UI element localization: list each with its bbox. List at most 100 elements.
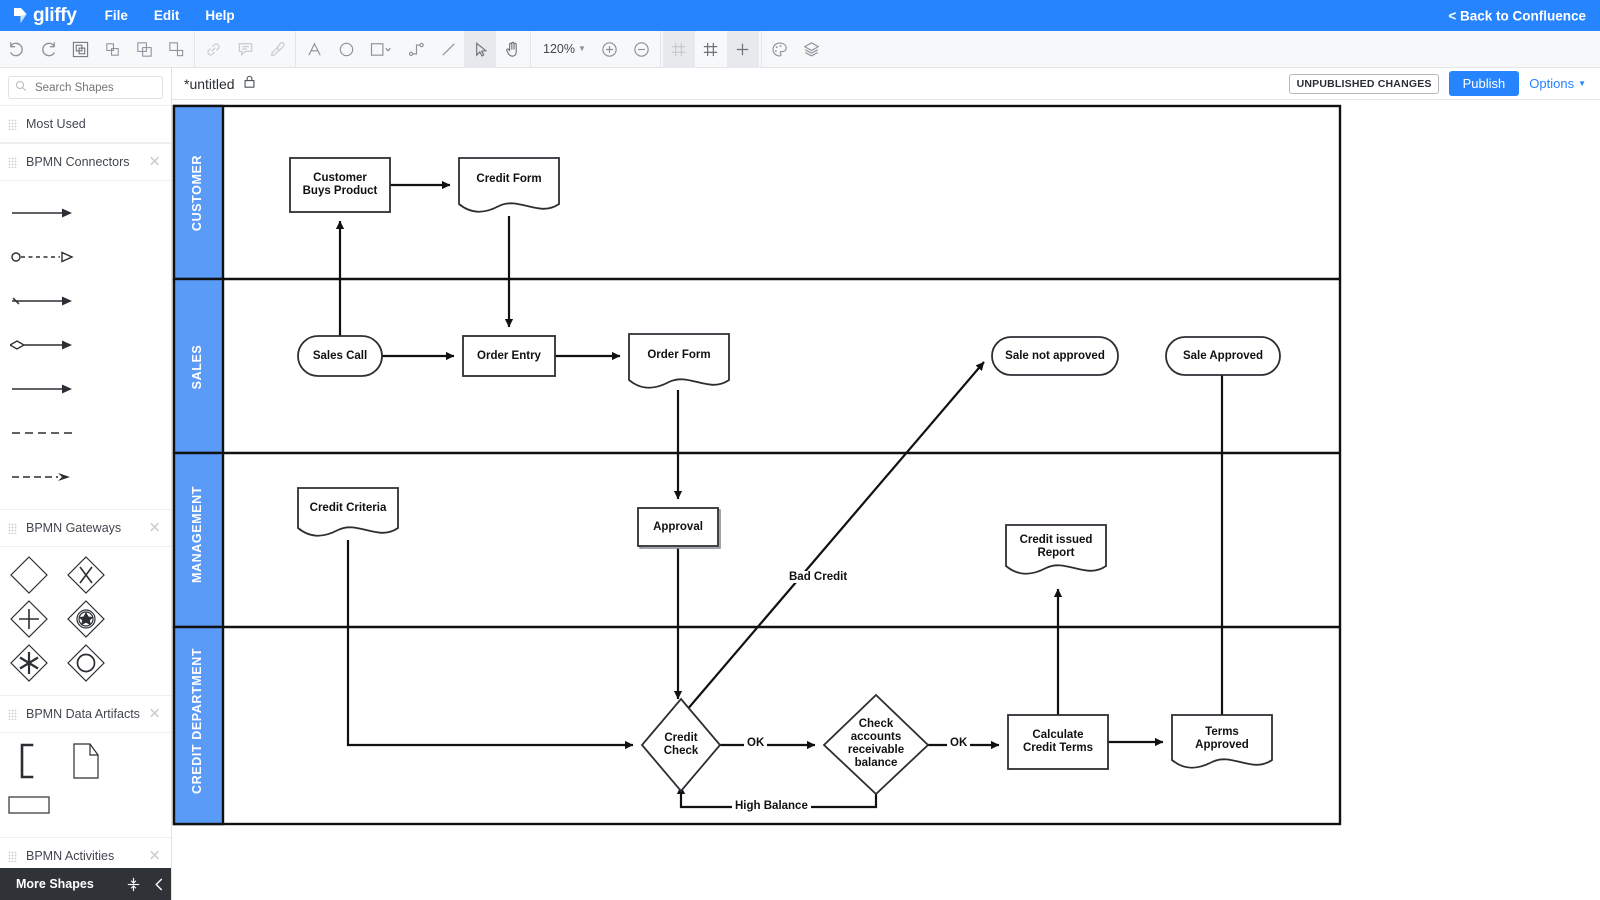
top-menu-bar: gliffy File Edit Help < Back to Confluen… [0, 0, 1600, 31]
pointer-icon[interactable] [464, 30, 496, 68]
node-sale-not-approved [991, 336, 1119, 376]
sidebar-section-title: BPMN Data Artifacts [26, 707, 140, 721]
shape-gateway-event-based[interactable] [57, 597, 114, 641]
sidebar-section-bpmn-connectors[interactable]: BPMN Connectors ✕ [0, 143, 171, 181]
diagram-canvas[interactable]: CUSTOMER SALES MANAGEMENT CREDIT DEPARTM… [172, 100, 1600, 900]
sidebar-section-most-used[interactable]: Most Used [0, 105, 171, 143]
bring-to-front-icon[interactable] [128, 31, 160, 68]
swimlane-diagram: CUSTOMER SALES MANAGEMENT CREDIT DEPARTM… [172, 100, 1600, 900]
shape-gateway-exclusive-empty[interactable] [0, 553, 57, 597]
search-icon [15, 79, 27, 97]
more-shapes-bar[interactable]: More Shapes [0, 868, 171, 900]
drag-grip-icon [8, 118, 17, 130]
search-input[interactable] [33, 80, 153, 95]
close-icon[interactable]: ✕ [148, 847, 161, 865]
edge-label-high-balance: High Balance [732, 800, 811, 812]
snap-icon[interactable] [726, 30, 759, 68]
text-icon[interactable] [298, 31, 330, 68]
sidebar-section-bpmn-gateways[interactable]: BPMN Gateways ✕ [0, 509, 171, 547]
shape-gateway-parallel-plus[interactable] [0, 597, 57, 641]
menu-item-help[interactable]: Help [205, 8, 235, 23]
zoom-level-value: 120% [543, 42, 575, 56]
publish-button[interactable]: Publish [1448, 71, 1520, 96]
menu-item-file[interactable]: File [104, 8, 128, 23]
shape-diamond-solid-arrow[interactable] [0, 323, 86, 367]
search-shapes-box[interactable] [8, 76, 163, 99]
guides-icon[interactable] [662, 30, 695, 68]
back-to-confluence-link[interactable]: < Back to Confluence [1448, 8, 1586, 23]
expand-collapse-icon[interactable] [120, 876, 146, 893]
zoom-in-icon[interactable] [594, 31, 626, 68]
node-credit-form [458, 157, 560, 213]
chevron-left-icon[interactable] [146, 877, 171, 892]
theme-palette-icon[interactable] [764, 31, 796, 68]
ungroup-icon[interactable] [96, 31, 128, 68]
toolbar-group-zoom: 120% ▼ [533, 31, 658, 68]
comment-icon[interactable] [229, 31, 261, 68]
close-icon[interactable]: ✕ [148, 153, 161, 171]
layers-icon[interactable] [796, 31, 828, 68]
shape-grid-gateways [0, 547, 171, 695]
shape-gateway-complex-asterisk[interactable] [0, 641, 57, 685]
lane-label-management: MANAGEMENT [190, 486, 204, 583]
undo-icon[interactable] [0, 31, 32, 68]
close-icon[interactable]: ✕ [148, 519, 161, 537]
document-title[interactable]: *untitled [184, 75, 235, 92]
shape-library-sidebar: Most Used BPMN Connectors ✕ [0, 68, 172, 900]
shape-gateway-exclusive-x[interactable] [57, 553, 114, 597]
toolbar-divider [295, 30, 296, 68]
edge-label-ok-2: OK [947, 737, 971, 749]
shape-plain-solid-arrow[interactable] [0, 367, 86, 411]
node-credit-issued-report [1005, 524, 1107, 575]
node-sales-call [297, 335, 383, 377]
shape-dashed-arrow[interactable] [0, 455, 86, 499]
document-actions: UNPUBLISHED CHANGES Publish Options ▼ [1288, 71, 1600, 96]
rectangle-icon[interactable] [362, 31, 400, 68]
sidebar-section-title: Most Used [26, 117, 86, 131]
node-order-entry [462, 335, 556, 377]
send-to-back-icon[interactable] [160, 31, 192, 68]
zoom-out-icon[interactable] [626, 31, 658, 68]
node-order-form [628, 333, 730, 389]
status-badge: UNPUBLISHED CHANGES [1288, 73, 1439, 94]
shape-solid-arrow[interactable] [0, 191, 86, 235]
ellipse-icon[interactable] [330, 31, 362, 68]
node-customer-buys-product [289, 157, 391, 213]
sidebar-section-title: BPMN Connectors [26, 155, 130, 169]
link-icon[interactable] [197, 31, 229, 68]
grid-icon[interactable] [695, 31, 727, 68]
diagram-connectors [335, 180, 1227, 809]
zoom-level-dropdown[interactable]: 120% ▼ [533, 42, 594, 56]
lock-icon[interactable] [244, 75, 255, 93]
node-terms-approved [1171, 714, 1273, 769]
sidebar-section-bpmn-data-artifacts[interactable]: BPMN Data Artifacts ✕ [0, 695, 171, 733]
options-dropdown[interactable]: Options ▼ [1529, 76, 1586, 91]
edge-criteria-to-creditcheck [346, 540, 634, 750]
redo-icon[interactable] [32, 31, 64, 68]
close-icon[interactable]: ✕ [148, 705, 161, 723]
group-icon[interactable] [64, 31, 96, 68]
edge-label-ok-1: OK [744, 737, 768, 749]
shape-gateway-event-circle[interactable] [57, 641, 114, 685]
menu-item-edit[interactable]: Edit [153, 8, 180, 23]
shape-bracket-group[interactable] [0, 739, 57, 783]
drag-grip-icon [8, 708, 17, 720]
shape-data-object[interactable] [57, 739, 114, 783]
shape-grid-data-artifacts [0, 733, 171, 837]
toolbar-group-shapes [298, 31, 464, 68]
gliffy-logo[interactable]: gliffy [0, 5, 77, 27]
hand-icon[interactable] [496, 31, 528, 68]
lane-label-credit-department: CREDIT DEPARTMENT [190, 647, 204, 794]
shape-circle-dashed-open-arrow[interactable] [0, 235, 86, 279]
options-label: Options [1529, 76, 1575, 91]
more-shapes-label: More Shapes [16, 877, 94, 891]
shape-dashed-line[interactable] [0, 411, 86, 455]
chevron-down-icon: ▼ [577, 44, 586, 53]
eyedropper-icon[interactable] [261, 31, 293, 68]
elbow-connector-icon[interactable] [400, 31, 432, 68]
shape-slash-solid-arrow[interactable] [0, 279, 86, 323]
line-icon[interactable] [432, 31, 464, 68]
shape-data-store-rect[interactable] [0, 783, 57, 827]
toolbar-group-style [764, 31, 828, 68]
